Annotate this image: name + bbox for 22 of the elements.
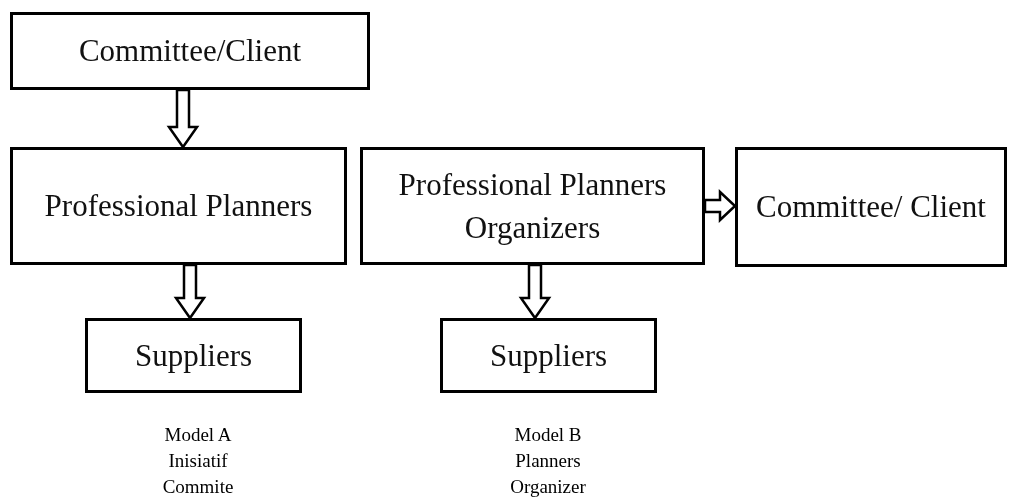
box-label: Professional Planners Organizers: [397, 165, 668, 247]
model-caption: Model B: [513, 425, 583, 444]
box-label: Professional Planners: [44, 187, 313, 226]
block-arrow: [173, 263, 207, 321]
block-arrow: [703, 189, 737, 223]
model-caption: Organizer: [509, 477, 587, 496]
process-box: [440, 318, 657, 393]
box-label: Suppliers: [489, 336, 608, 375]
model-caption: Commite: [161, 477, 235, 496]
block-arrow: [518, 263, 552, 321]
process-box: [735, 147, 1007, 267]
process-box: [85, 318, 302, 393]
box-label: Committee/Client: [78, 32, 302, 71]
model-caption: Inisiatif: [167, 451, 229, 470]
block-arrow: [166, 88, 200, 150]
model-caption: Planners: [514, 451, 582, 470]
model-caption: Model A: [163, 425, 233, 444]
process-box: [10, 12, 370, 90]
box-label: Suppliers: [134, 336, 253, 375]
box-label: Committee/ Client: [756, 188, 986, 227]
process-box: [10, 147, 347, 265]
process-box: [360, 147, 705, 265]
